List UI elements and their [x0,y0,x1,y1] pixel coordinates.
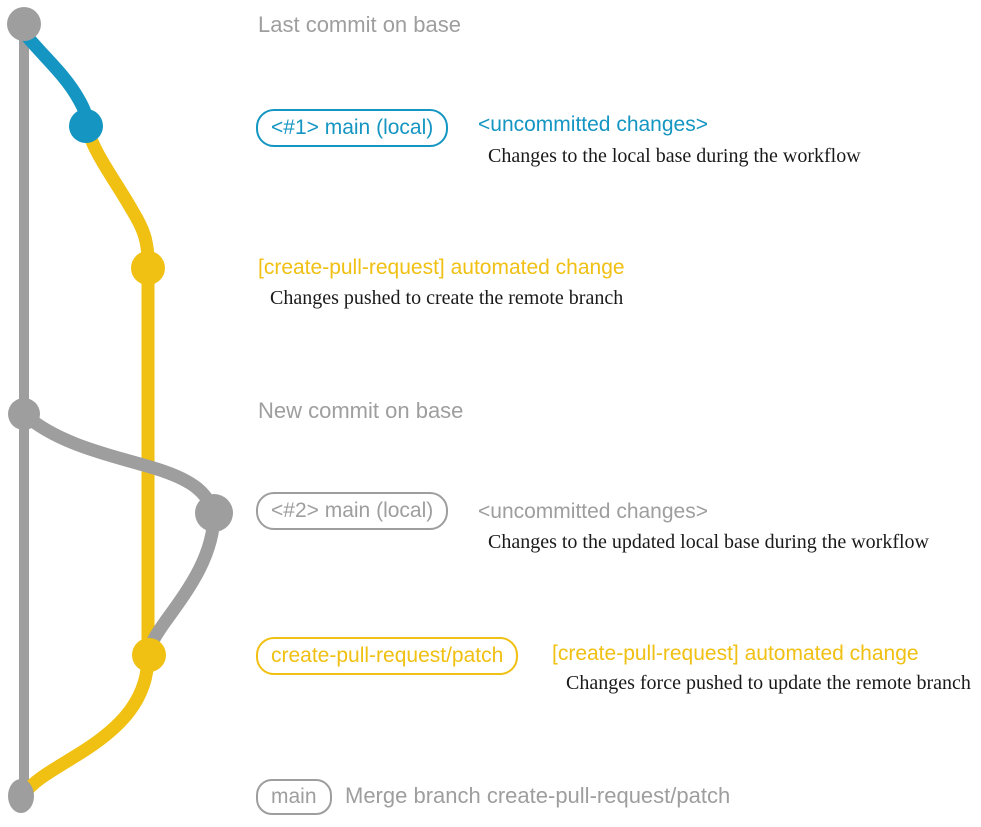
merge-to-base-edge [17,649,155,801]
patch-branch-edge [80,121,155,663]
label-last-commit-on-base: Last commit on base [258,12,461,37]
caption-force-push-update-remote: Changes force pushed to update the remot… [566,672,971,694]
commit-dot-patch-2 [132,638,166,672]
commit-dot-patch-1 [131,251,165,285]
commit-dot-new-base [8,398,40,430]
base-update-edge-2 [142,506,221,663]
base-update-edge-1 [17,407,221,520]
commit-dot-local-2 [195,494,233,532]
branch-tag-main-local-2: <#2> main (local) [256,492,449,530]
branch-tag-main: main [256,779,332,815]
commit-dot-local-1 [69,109,103,143]
heading-automated-change-1: [create-pull-request] automated change [258,256,625,279]
commit-dot-last-base [7,7,41,41]
branch-tag-create-pull-request-patch: create-pull-request/patch [256,637,519,675]
commit-dot-merge [8,779,34,813]
status-uncommitted-changes-1: <uncommitted changes> [478,113,708,136]
caption-local-base-changes-1: Changes to the local base during the wor… [488,145,861,167]
caption-local-base-changes-2: Changes to the updated local base during… [488,531,929,553]
label-new-commit-on-base: New commit on base [258,398,464,423]
heading-automated-change-2: [create-pull-request] automated change [552,642,919,665]
label-merge-branch: Merge branch create-pull-request/patch [345,783,731,808]
branch-tag-main-local-1: <#1> main (local) [256,109,449,147]
caption-push-create-remote: Changes pushed to create the remote bran… [270,287,624,309]
status-uncommitted-changes-2: <uncommitted changes> [478,500,708,523]
